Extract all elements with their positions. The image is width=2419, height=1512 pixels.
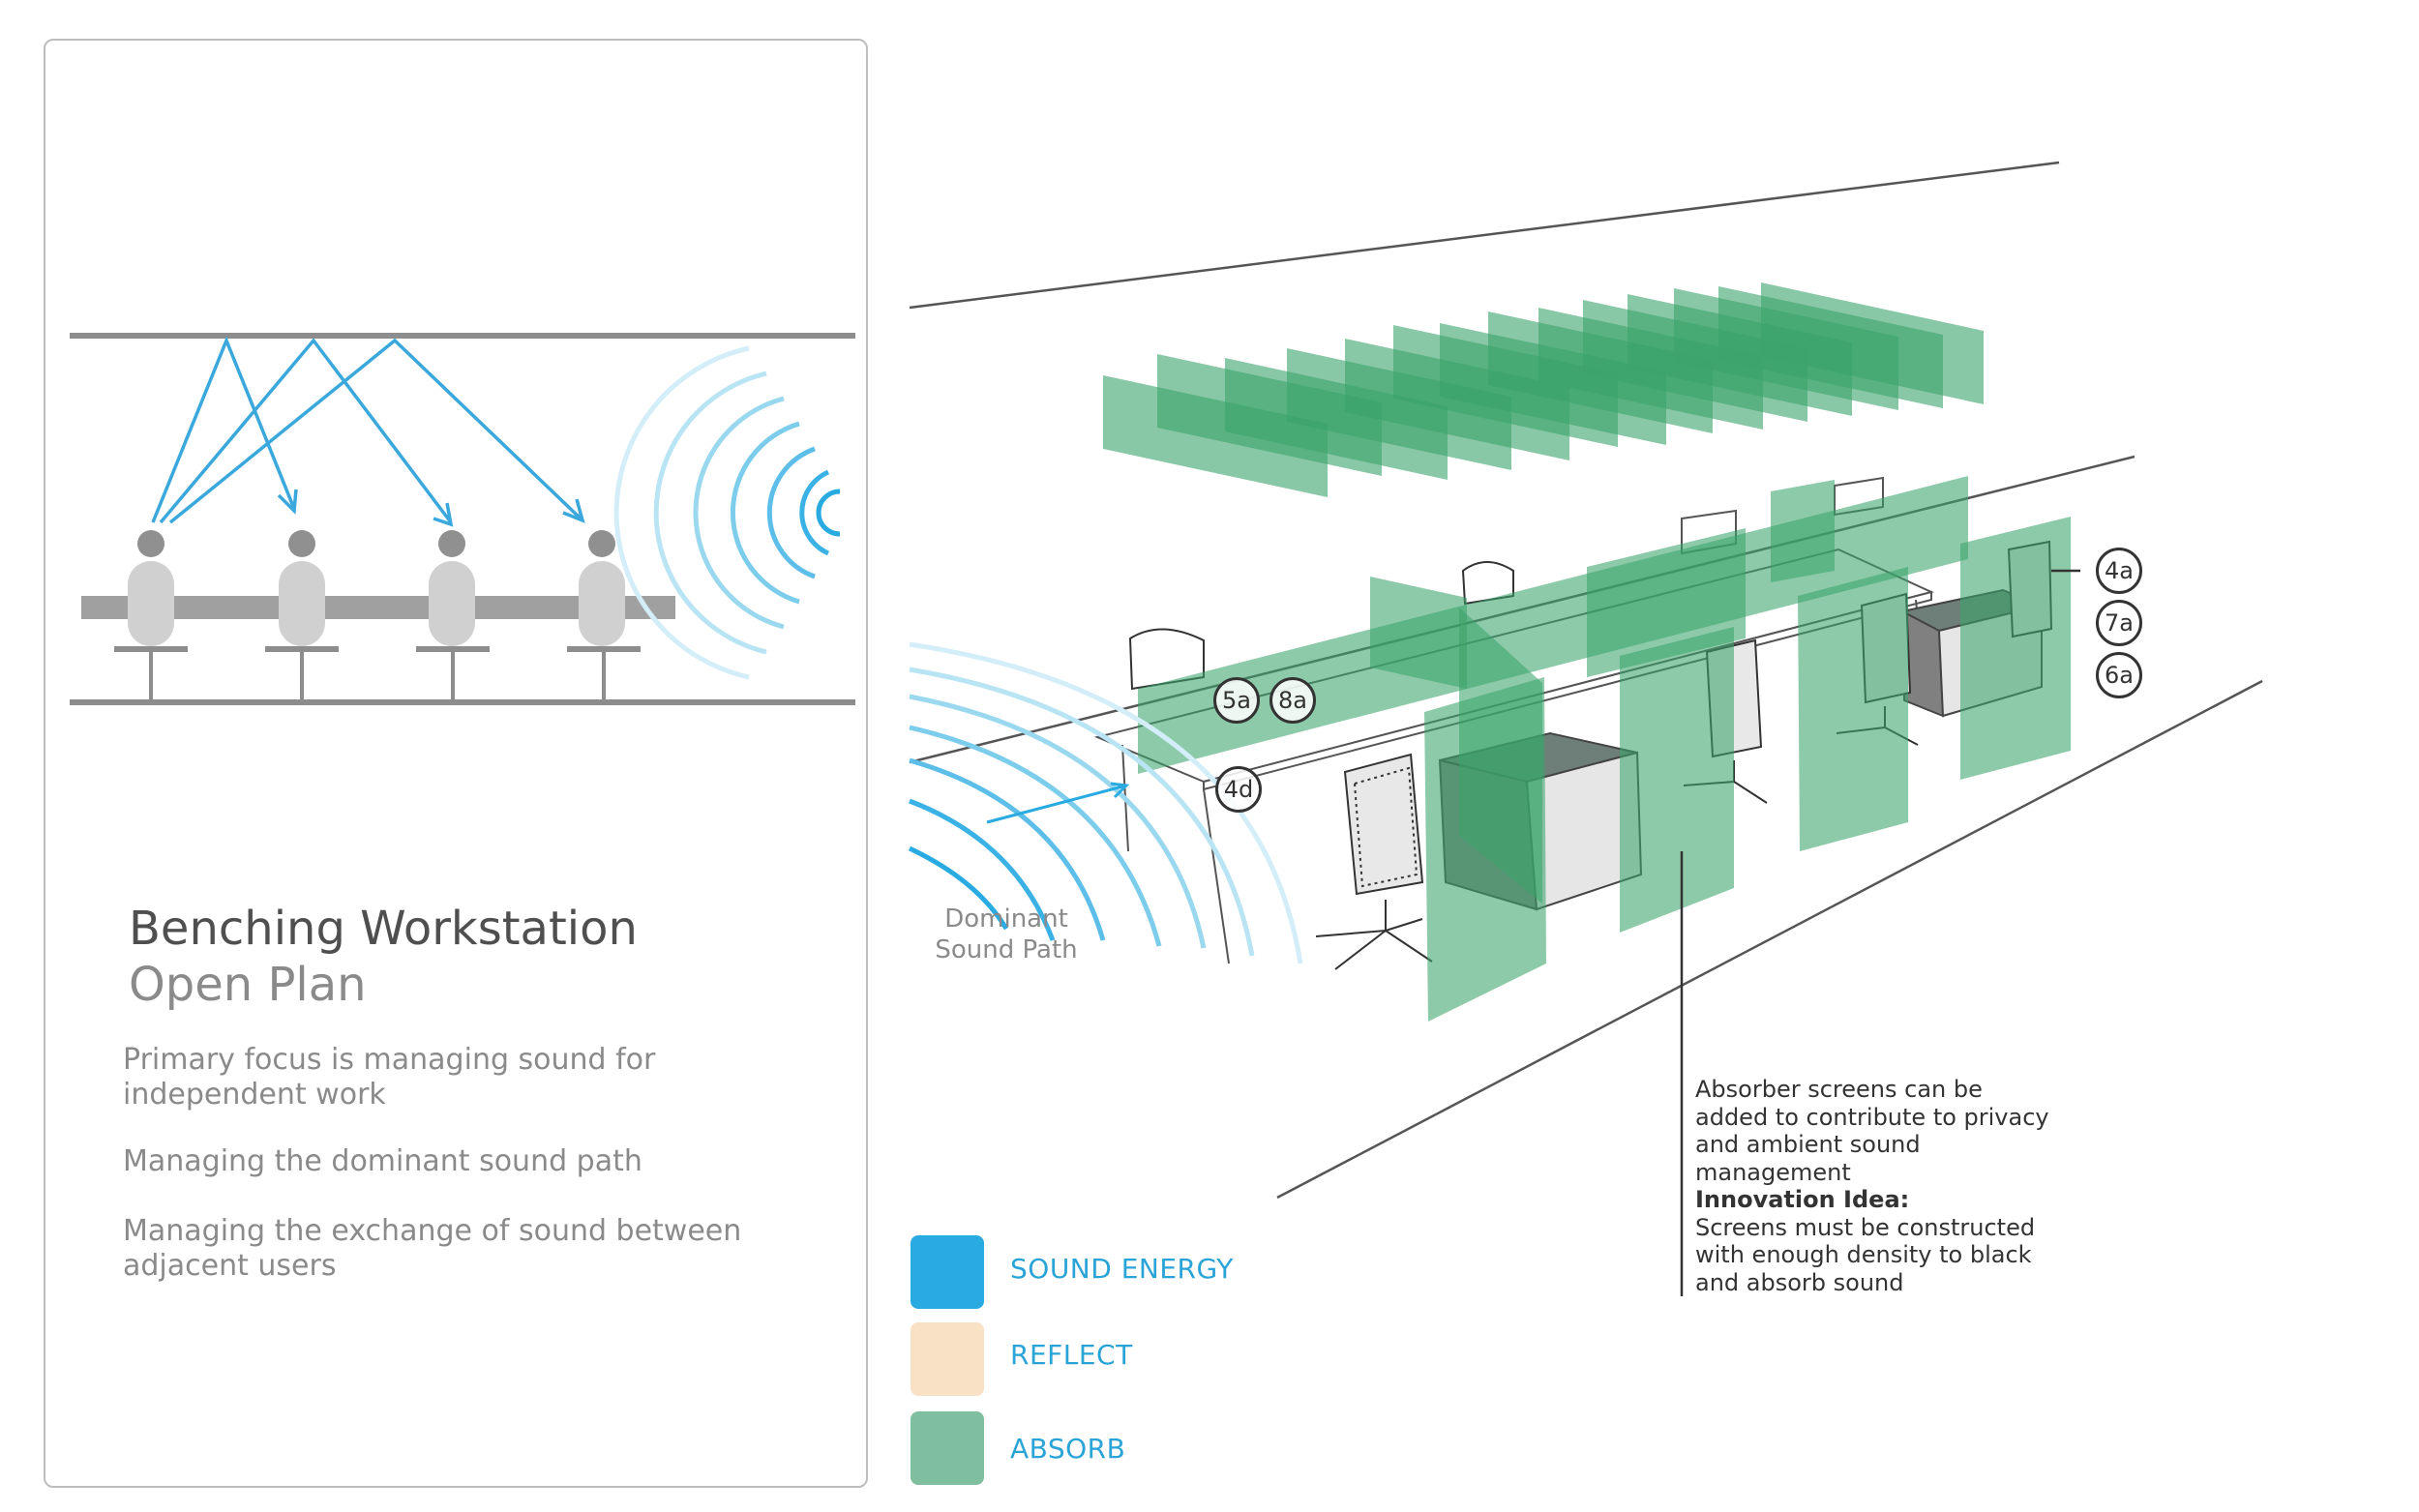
absorber-annotation: Absorber screens can be added to contrib… bbox=[1695, 1076, 2053, 1296]
legend-swatch-absorb bbox=[911, 1411, 984, 1485]
sound-waves-left bbox=[613, 345, 841, 680]
focus-paragraph: Primary focus is managing sound for inde… bbox=[123, 1043, 656, 1112]
legend-label-sound-energy: SOUND ENERGY bbox=[1010, 1253, 1234, 1285]
legend-swatch-reflect bbox=[911, 1322, 984, 1396]
person-figures bbox=[128, 530, 625, 646]
dominant-sound-path-label: Dominant Sound Path bbox=[935, 904, 1078, 964]
panel-subtitle: Open Plan bbox=[129, 958, 367, 1012]
panel-title: Benching Workstation bbox=[129, 902, 638, 956]
annotation-text: Absorber screens can be added to contrib… bbox=[1695, 1076, 2049, 1186]
leader-lines bbox=[1680, 569, 2080, 1296]
bench-legs bbox=[114, 646, 641, 700]
ceiling-baffles bbox=[1103, 282, 1984, 497]
innovation-idea-text: Screens must be constructed with enough … bbox=[1695, 1213, 2036, 1296]
badge-6a: 6a bbox=[2096, 652, 2142, 698]
legend-label-reflect: REFLECT bbox=[1010, 1339, 1133, 1371]
badge-8a: 8a bbox=[1269, 677, 1316, 724]
floor-line bbox=[70, 699, 855, 705]
dominant-sound-waves bbox=[908, 641, 1303, 964]
badge-7a: 7a bbox=[2096, 600, 2142, 646]
innovation-idea-title: Innovation Idea: bbox=[1695, 1186, 1910, 1213]
badge-5a: 5a bbox=[1213, 677, 1260, 724]
absorber-screens bbox=[1138, 476, 2071, 1022]
sound-path-paragraph: Managing the dominant sound path bbox=[123, 1144, 642, 1178]
reflection-arrows bbox=[151, 336, 585, 527]
exchange-paragraph: Managing the exchange of sound between a… bbox=[123, 1214, 742, 1283]
legend-swatch-sound-energy bbox=[911, 1235, 984, 1309]
left-panel bbox=[44, 39, 868, 1488]
badge-4a: 4a bbox=[2096, 548, 2142, 594]
ceiling-line bbox=[70, 333, 855, 339]
bench-top bbox=[81, 596, 675, 619]
badge-4d: 4d bbox=[1215, 766, 1262, 813]
legend-label-absorb: ABSORB bbox=[1010, 1433, 1126, 1465]
